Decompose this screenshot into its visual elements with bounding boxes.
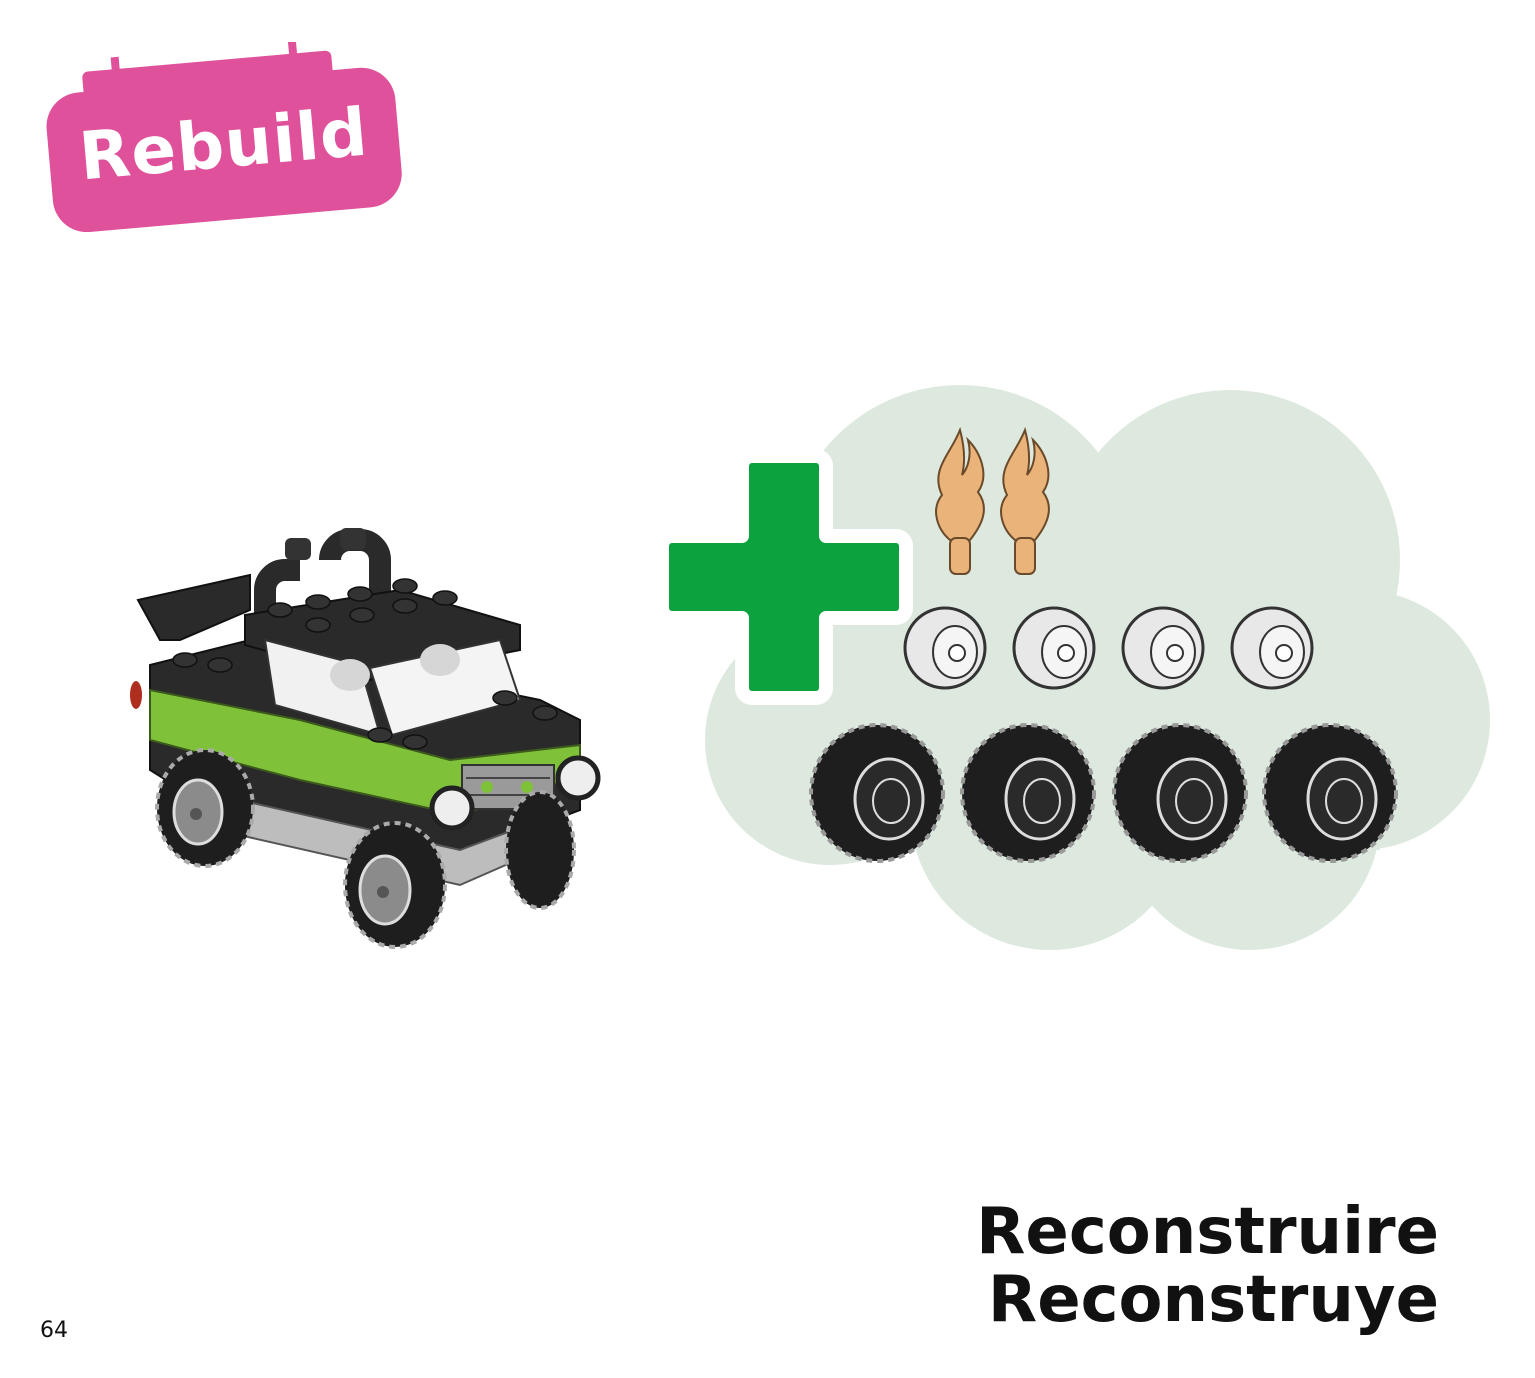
flame-piece — [935, 426, 985, 575]
banner-shape — [46, 41, 402, 233]
title-french: Reconstruire — [976, 1195, 1439, 1269]
tires — [809, 723, 1398, 863]
plus-icon — [655, 449, 913, 705]
rebuild-banner: Rebuild — [38, 41, 408, 233]
wheel-rim — [1121, 606, 1205, 690]
truck-wheel — [155, 748, 255, 868]
tire — [960, 723, 1096, 863]
wheel-rims — [903, 606, 1314, 690]
tire — [809, 723, 945, 863]
truck-wheel — [343, 821, 447, 949]
tire — [1112, 723, 1248, 863]
title-spanish: Reconstruye — [987, 1263, 1439, 1337]
headings: Reconstruire Reconstruye — [976, 1198, 1439, 1334]
wheel-rim — [1230, 606, 1314, 690]
wheel-rim — [903, 606, 987, 690]
page-number: 64 — [40, 1318, 68, 1343]
wheel-rim — [1012, 606, 1096, 690]
flame-piece — [1000, 426, 1050, 575]
truck-wheel — [504, 790, 576, 910]
truck-model — [130, 528, 601, 949]
tire — [1262, 723, 1398, 863]
flame-pieces — [935, 426, 1050, 575]
